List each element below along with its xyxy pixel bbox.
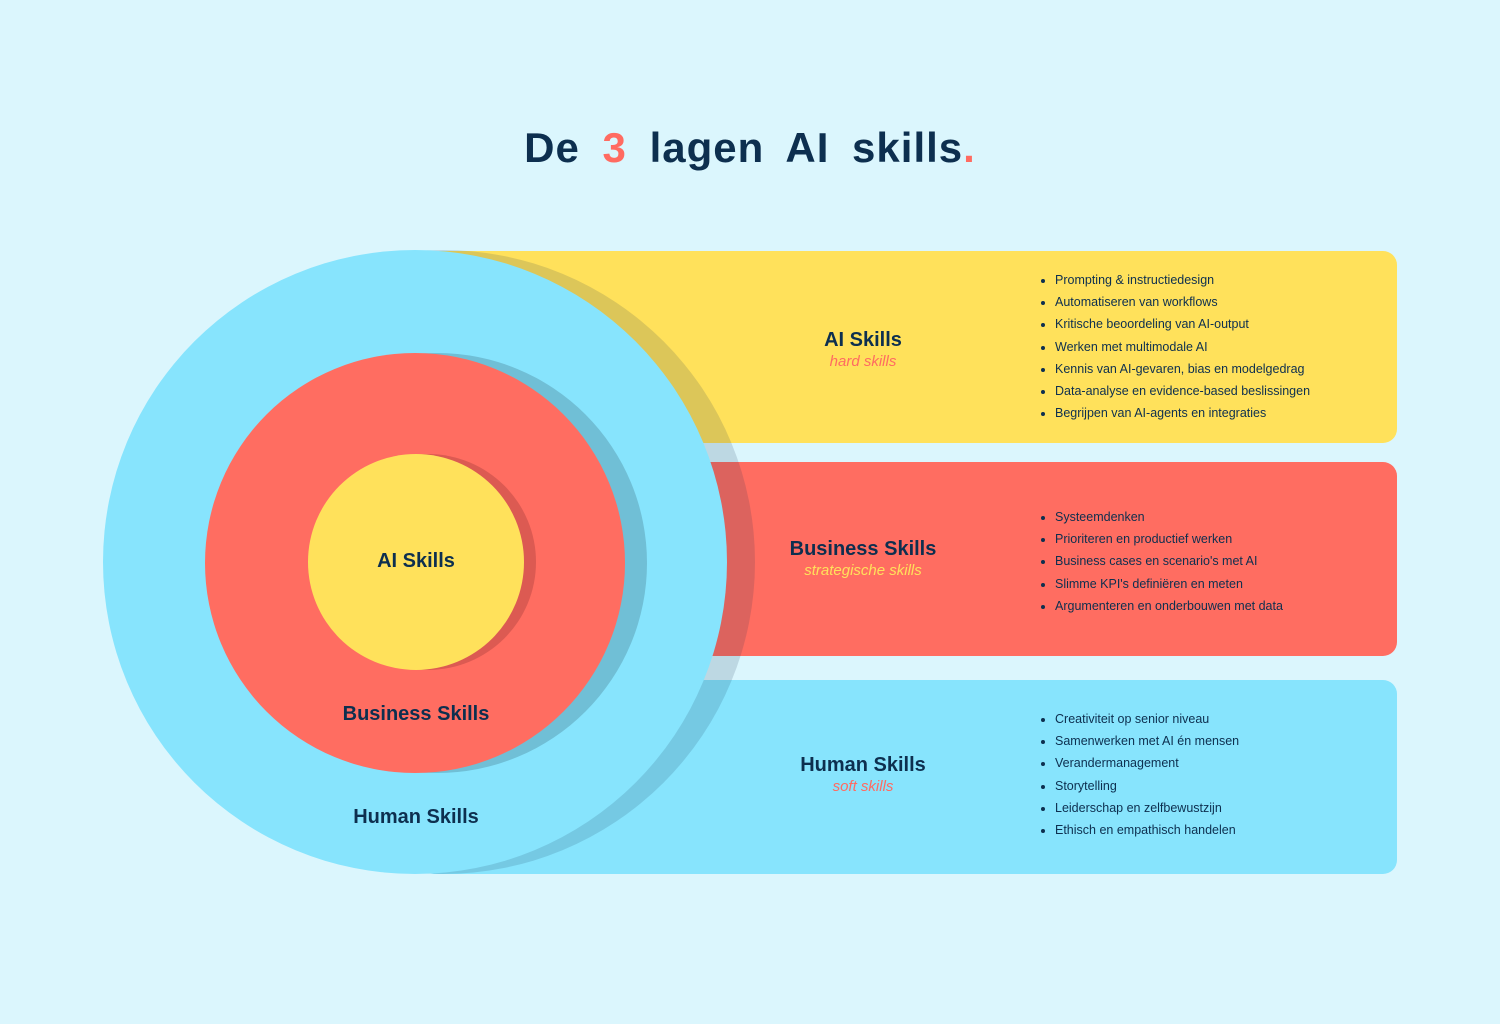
list-item: Prompting & instructiedesign	[1055, 269, 1310, 291]
title-number: 3	[602, 124, 627, 171]
band-title: Business Skills	[789, 538, 937, 560]
list-item: Ethisch en empathisch handelen	[1055, 819, 1239, 841]
list-item: Werken met multimodale AI	[1055, 336, 1310, 358]
title-part2: lagen AI skills	[649, 124, 964, 171]
circle-label-business: Business Skills	[342, 703, 490, 725]
list-item: Verandermanagement	[1055, 752, 1239, 774]
list-item: Samenwerken met AI én mensen	[1055, 730, 1239, 752]
list-item: Data-analyse en evidence-based beslissin…	[1055, 380, 1310, 402]
list-item: Leiderschap en zelfbewustzijn	[1055, 797, 1239, 819]
circle-label-ai: AI Skills	[377, 550, 455, 572]
human-skills-list: Creativiteit op senior niveau Samenwerke…	[1038, 708, 1239, 841]
circle-label-human: Human Skills	[353, 806, 479, 828]
ai-skills-list: Prompting & instructiedesign Automatiser…	[1038, 269, 1310, 424]
band-title: AI Skills	[824, 329, 902, 351]
title-part1: De	[524, 124, 580, 171]
list-item: Argumenteren en onderbouwen met data	[1055, 595, 1283, 617]
list-item: Begrijpen van AI-agents en integraties	[1055, 402, 1310, 424]
list-item: Systeemdenken	[1055, 506, 1283, 528]
list-item: Prioriteren en productief werken	[1055, 528, 1283, 550]
band-subtitle: soft skills	[832, 778, 894, 795]
list-item: Automatiseren van workflows	[1055, 291, 1310, 313]
title-dot: .	[963, 124, 976, 171]
band-subtitle: strategische skills	[804, 562, 922, 579]
band-title: Human Skills	[800, 754, 926, 776]
inner-circle-ai	[308, 454, 524, 670]
list-item: Kennis van AI-gevaren, bias en modelgedr…	[1055, 358, 1310, 380]
band-label-human: Human Skills soft skills	[763, 754, 963, 795]
band-subtitle: hard skills	[829, 353, 897, 370]
band-label-business: Business Skills strategische skills	[763, 538, 963, 579]
list-item: Business cases en scenario's met AI	[1055, 550, 1283, 572]
business-skills-list: Systeemdenken Prioriteren en productief …	[1038, 506, 1283, 617]
band-label-ai: AI Skills hard skills	[763, 329, 963, 370]
page-title: De 3 lagen AI skills.	[0, 124, 1500, 172]
list-item: Kritische beoordeling van AI-output	[1055, 313, 1310, 335]
list-item: Slimme KPI's definiëren en meten	[1055, 573, 1283, 595]
list-item: Creativiteit op senior niveau	[1055, 708, 1239, 730]
list-item: Storytelling	[1055, 775, 1239, 797]
